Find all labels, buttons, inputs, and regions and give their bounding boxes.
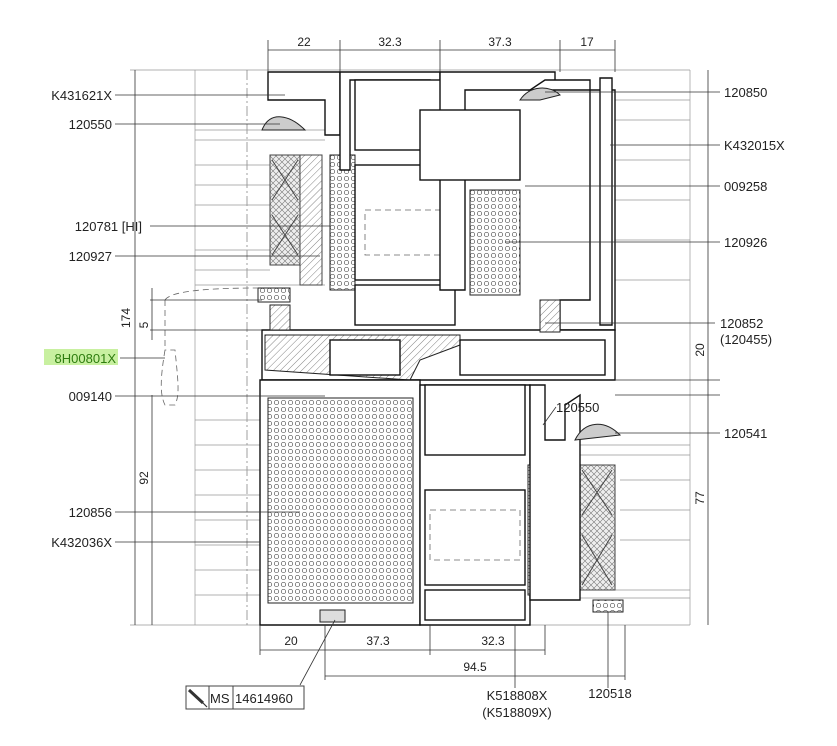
dim-top-1: 22	[297, 35, 311, 49]
dim-20: 20	[693, 343, 707, 357]
dim-top-4: 17	[580, 35, 594, 49]
label-K518809X: (K518809X)	[482, 705, 551, 720]
label-K518808X: K518808X	[487, 688, 548, 703]
dimension-texts: 22 32.3 37.3 17 20 37.3 32.3 94.5 174 5 …	[119, 35, 707, 674]
label-009140: 009140	[69, 389, 112, 404]
dim-top-2: 32.3	[378, 35, 402, 49]
dim-bottom-2: 37.3	[366, 634, 390, 648]
highlight	[44, 349, 118, 365]
ms-code: MS	[210, 691, 230, 706]
label-120852: 120852	[720, 316, 763, 331]
lower-sash-profile	[259, 379, 624, 626]
label-120518: 120518	[588, 686, 631, 701]
transom-profile	[160, 287, 616, 406]
dim-5: 5	[137, 321, 151, 328]
label-K431621X: K431621X	[51, 88, 112, 103]
dim-92: 92	[137, 471, 151, 485]
label-120781: 120781 [HI]	[75, 219, 142, 234]
label-120550-top: 120550	[69, 117, 112, 132]
dim-174: 174	[119, 308, 133, 328]
dim-bottom-3: 32.3	[481, 634, 505, 648]
label-120926: 120926	[724, 235, 767, 250]
label-120856: 120856	[69, 505, 112, 520]
label-120455: (120455)	[720, 332, 772, 347]
dim-bottom-total: 94.5	[463, 660, 487, 674]
screwdriver-icon	[187, 688, 208, 708]
dim-bottom-1: 20	[284, 634, 298, 648]
label-009258: 009258	[724, 179, 767, 194]
part-labels: K431621X 120550 120781 [HI] 120927 8H008…	[44, 85, 785, 720]
label-K432015X: K432015X	[724, 138, 785, 153]
ms-reference-box: MS 14614960	[185, 685, 305, 710]
label-K432036X: K432036X	[51, 535, 112, 550]
dim-top-3: 37.3	[488, 35, 512, 49]
upper-frame-profile	[261, 71, 616, 331]
label-120550-inner: 120550	[556, 400, 599, 415]
upper-glazing	[269, 154, 356, 291]
dimension-lines	[134, 40, 720, 680]
label-8H00801X: 8H00801X	[55, 351, 117, 366]
label-120541: 120541	[724, 426, 767, 441]
label-120927: 120927	[69, 249, 112, 264]
label-120850: 120850	[724, 85, 767, 100]
ms-number: 14614960	[235, 691, 293, 706]
dim-77: 77	[693, 491, 707, 505]
leader-lines	[115, 91, 720, 688]
